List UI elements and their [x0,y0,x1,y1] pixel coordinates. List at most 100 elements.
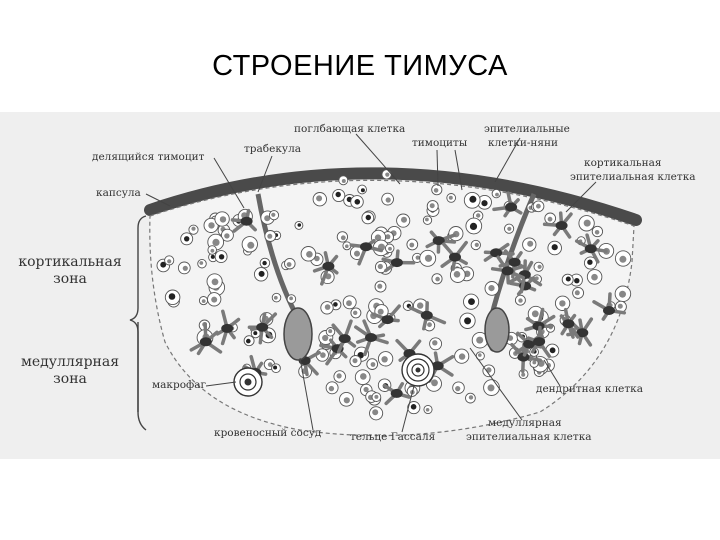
cell-nucleus [518,298,523,303]
epithelial-cell [425,230,457,254]
cell-nucleus [210,248,215,253]
cell-nucleus [184,236,190,242]
epithelial-cell [331,319,357,354]
cell-nucleus [424,254,433,262]
cell-nucleus [306,251,313,258]
cell-nucleus [352,358,358,364]
cell-nucleus [160,261,167,268]
epithelial-cell [574,233,608,264]
cell-nucleus [427,322,432,328]
cell-nucleus [336,373,342,379]
epithelial-cell [230,208,257,233]
epithelial-cell [349,238,384,266]
epithelial-cell [408,301,447,331]
cell-nucleus [201,299,206,303]
cell-nucleus [377,308,384,315]
cell-nucleus [211,278,219,286]
cell-nucleus [333,302,338,307]
medullary-zone-line1: медуллярная [20,354,120,370]
cell-nucleus [536,203,541,209]
epithelial-cell [381,249,416,273]
cell-nucleus [468,298,475,305]
cell-nucleus [507,226,512,231]
cell-nucleus [401,216,407,223]
cell-nucleus [360,188,365,193]
cell-nucleus [587,259,593,265]
cell-nucleus [453,271,461,278]
cell-nucleus [267,233,273,239]
epithelial-cell [542,211,573,239]
cell-nucleus [316,195,323,202]
epithelial-cell [382,382,411,406]
cell-nucleus [374,234,382,241]
cell-nucleus [320,352,326,358]
cell-nucleus [532,360,537,365]
cell-nucleus [365,214,371,221]
cell-nucleus [370,362,376,367]
label-medullary-epithelial-line2: эпителиальная клетка [466,431,592,443]
cell-nucleus [464,317,472,325]
cell-nucleus [360,373,367,380]
cell-nucleus [267,362,273,367]
epithelial-cell [592,292,627,321]
cell-nucleus [594,230,600,235]
epithelial-cell [371,304,401,329]
epithelial-cell [312,251,339,286]
epithelial-cell [440,240,468,271]
cell-nucleus [527,240,534,247]
cell-nucleus [182,265,188,271]
cell-nucleus [565,276,571,282]
cell-nucleus [191,226,196,231]
cell-nucleus [415,255,420,260]
cell-nucleus [253,331,258,336]
cell-nucleus [521,372,526,377]
cell-nucleus [547,216,553,222]
thymus-diagram: делящийся тимоцит трабекула поглбающая к… [0,112,720,459]
cell-nucleus [258,270,265,277]
cell-nucleus [583,219,591,227]
cell-nucleus [328,329,333,334]
cell-nucleus [353,310,358,315]
label-cortical-epithelial-line1: кортикальная [584,157,662,169]
cell-nucleus [219,216,227,223]
label-blood-vessel: кровеносный сосуд [214,427,322,439]
label-macrophage: макрофаг [152,379,207,391]
cell-nucleus [385,197,391,203]
medullary-zone-bracket [137,322,147,431]
cell-nucleus [410,404,417,410]
cell-nucleus [458,353,466,360]
cell-nucleus [340,235,346,241]
cell-nucleus [346,300,352,307]
epithelial-cell [490,255,526,284]
blood-vessel-right [484,307,510,353]
cell-nucleus [335,191,341,198]
cell-nucleus [432,340,438,346]
cell-nucleus [212,238,220,246]
slide-title: СТРОЕНИЕ ТИМУСА [212,50,508,82]
cell-nucleus [488,285,495,292]
cortical-zone-bracket [129,215,147,412]
cell-nucleus [328,385,335,392]
label-hassall-body: тельце Гассаля [350,431,436,443]
cell-nucleus [425,217,429,222]
cell-nucleus [549,347,556,354]
cell-nucleus [476,336,484,344]
epithelial-cell [189,322,223,356]
cell-nucleus [469,195,477,203]
cell-layer [156,169,632,421]
cell-nucleus [381,356,388,363]
cell-nucleus [324,304,331,310]
cell-nucleus [286,262,292,267]
cell-nucleus [297,223,302,227]
cell-nucleus [409,242,415,248]
cell-nucleus [273,295,278,300]
macrophage-cell [233,367,263,397]
label-engulfing-cell: поглбающая клетка [294,123,406,135]
epithelial-cell [483,242,515,262]
cell-nucleus [478,353,482,357]
cell-nucleus [537,264,542,269]
cell-nucleus [574,290,580,296]
cortical-zone-label: кортикальная зона [8,254,132,288]
label-dividing-thymocyte: делящийся тимоцит [92,151,205,163]
blood-vessel-left [283,307,313,361]
